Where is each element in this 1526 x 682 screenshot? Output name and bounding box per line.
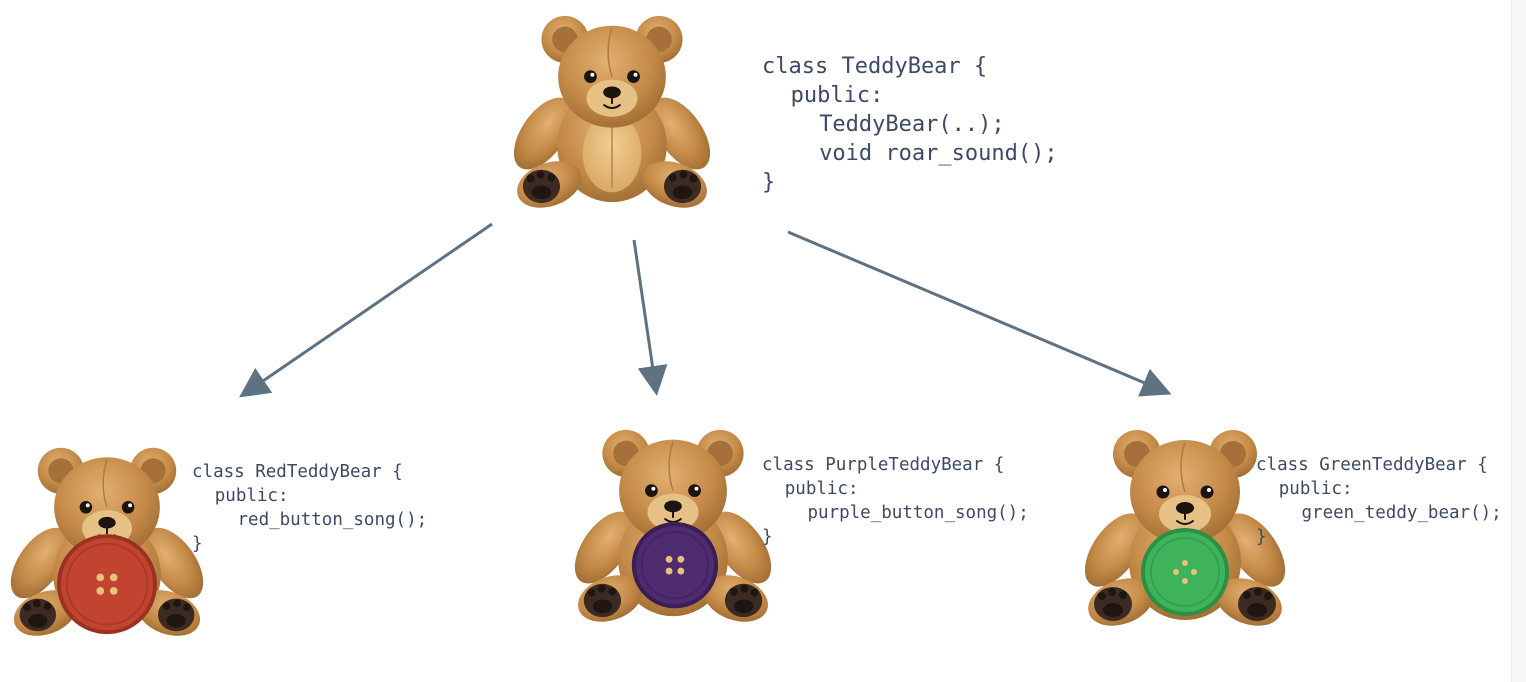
code-line: purple_button_song();: [807, 503, 1029, 523]
arrow-to-purple: [632, 239, 668, 396]
green-class-code: class GreenTeddyBear { public: green_teddy…: [1256, 453, 1502, 549]
teddy-bear-green-button-icon: [1084, 429, 1286, 628]
code-line: class RedTeddyBear {: [192, 462, 403, 482]
code-line: }: [762, 170, 776, 195]
code-line: public:: [214, 486, 289, 506]
code-line: }: [192, 534, 203, 554]
teddy-bear-red-button-icon: [8, 446, 206, 638]
code-line: green_teddy_bear();: [1301, 503, 1502, 523]
code-line: red_button_song();: [237, 510, 428, 530]
code-line: class TeddyBear {: [762, 54, 988, 79]
code-line: TeddyBear(..);: [819, 112, 1005, 137]
code-line: void roar_sound();: [819, 141, 1058, 166]
parent-class-code: class TeddyBear { public: TeddyBear(..); vo…: [762, 52, 1058, 197]
code-line: }: [1256, 527, 1267, 547]
slide-edge: [1511, 0, 1526, 682]
code-line: class GreenTeddyBear {: [1256, 455, 1488, 475]
purple-class-code: class PurpleTeddyBear { public: purple_but…: [762, 453, 1029, 549]
code-line: public:: [1278, 479, 1353, 499]
code-line: public:: [784, 479, 859, 499]
code-line: class PurpleTeddyBear {: [762, 455, 1005, 475]
red-class-code: class RedTeddyBear { public: red_button_so…: [192, 460, 427, 556]
arrow-to-green: [787, 230, 1172, 397]
arrow-to-red: [239, 222, 493, 398]
teddy-bear-purple-button-icon: [572, 428, 774, 624]
code-line: }: [762, 527, 773, 547]
code-line: public:: [790, 83, 884, 108]
